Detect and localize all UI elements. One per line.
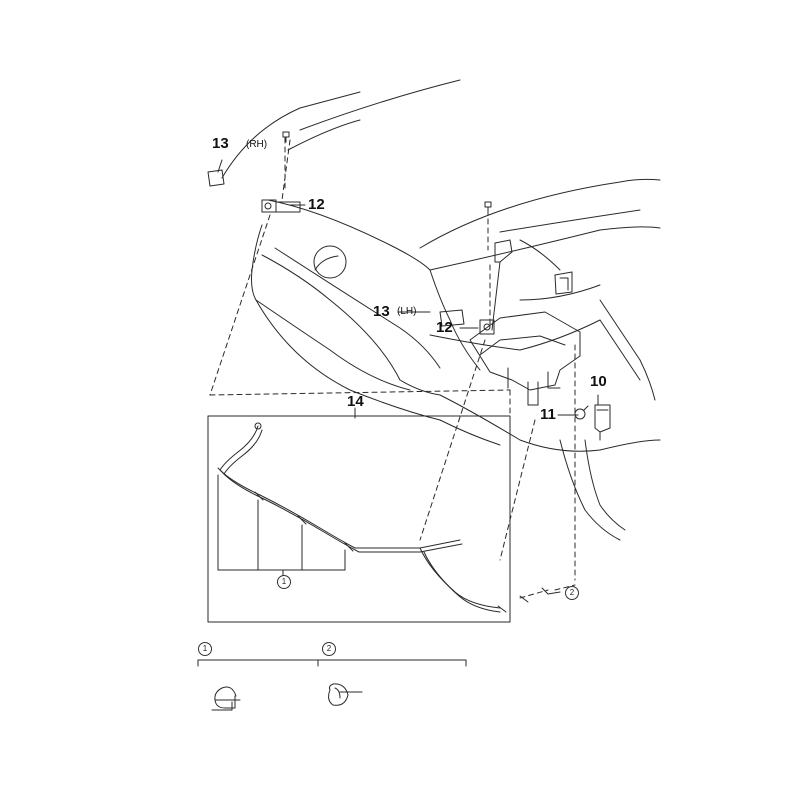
clip-a-detail (211, 686, 237, 711)
washer-cover-lh (439, 309, 465, 327)
callout-13-rh: 13 (212, 135, 229, 152)
bolt-top-rh (282, 131, 290, 143)
callout-leaders (214, 159, 599, 701)
callout-13-lh: 13 (373, 303, 390, 320)
grommet (574, 405, 589, 420)
label-rh: (RH) (246, 139, 268, 150)
legend-ref-2: 2 (322, 642, 336, 656)
washer-reservoir-tank (469, 239, 581, 406)
washer-nozzle-rh (261, 199, 301, 213)
legend-brackets (197, 659, 467, 667)
vehicle-body-outline (221, 79, 661, 541)
callout-12-lh: 12 (436, 319, 453, 336)
leader-lines (209, 137, 576, 599)
clip-ref-1-box: 1 (277, 575, 291, 589)
washer-nozzle-lh (479, 319, 495, 335)
washer-pump (594, 404, 611, 441)
callout-14: 14 (347, 393, 364, 410)
hose-assembly-box (207, 415, 529, 623)
bolt-top-center (484, 201, 492, 213)
washer-cover-rh (207, 169, 225, 187)
clip-b-detail (328, 683, 349, 706)
callout-11: 11 (540, 406, 556, 423)
clip-leaders (541, 587, 561, 595)
clip-ref-2-box: 2 (565, 586, 579, 600)
legend-ref-1: 1 (198, 642, 212, 656)
callout-10: 10 (590, 373, 607, 390)
label-lh: (LH) (397, 306, 417, 317)
callout-12-rh: 12 (308, 196, 325, 213)
